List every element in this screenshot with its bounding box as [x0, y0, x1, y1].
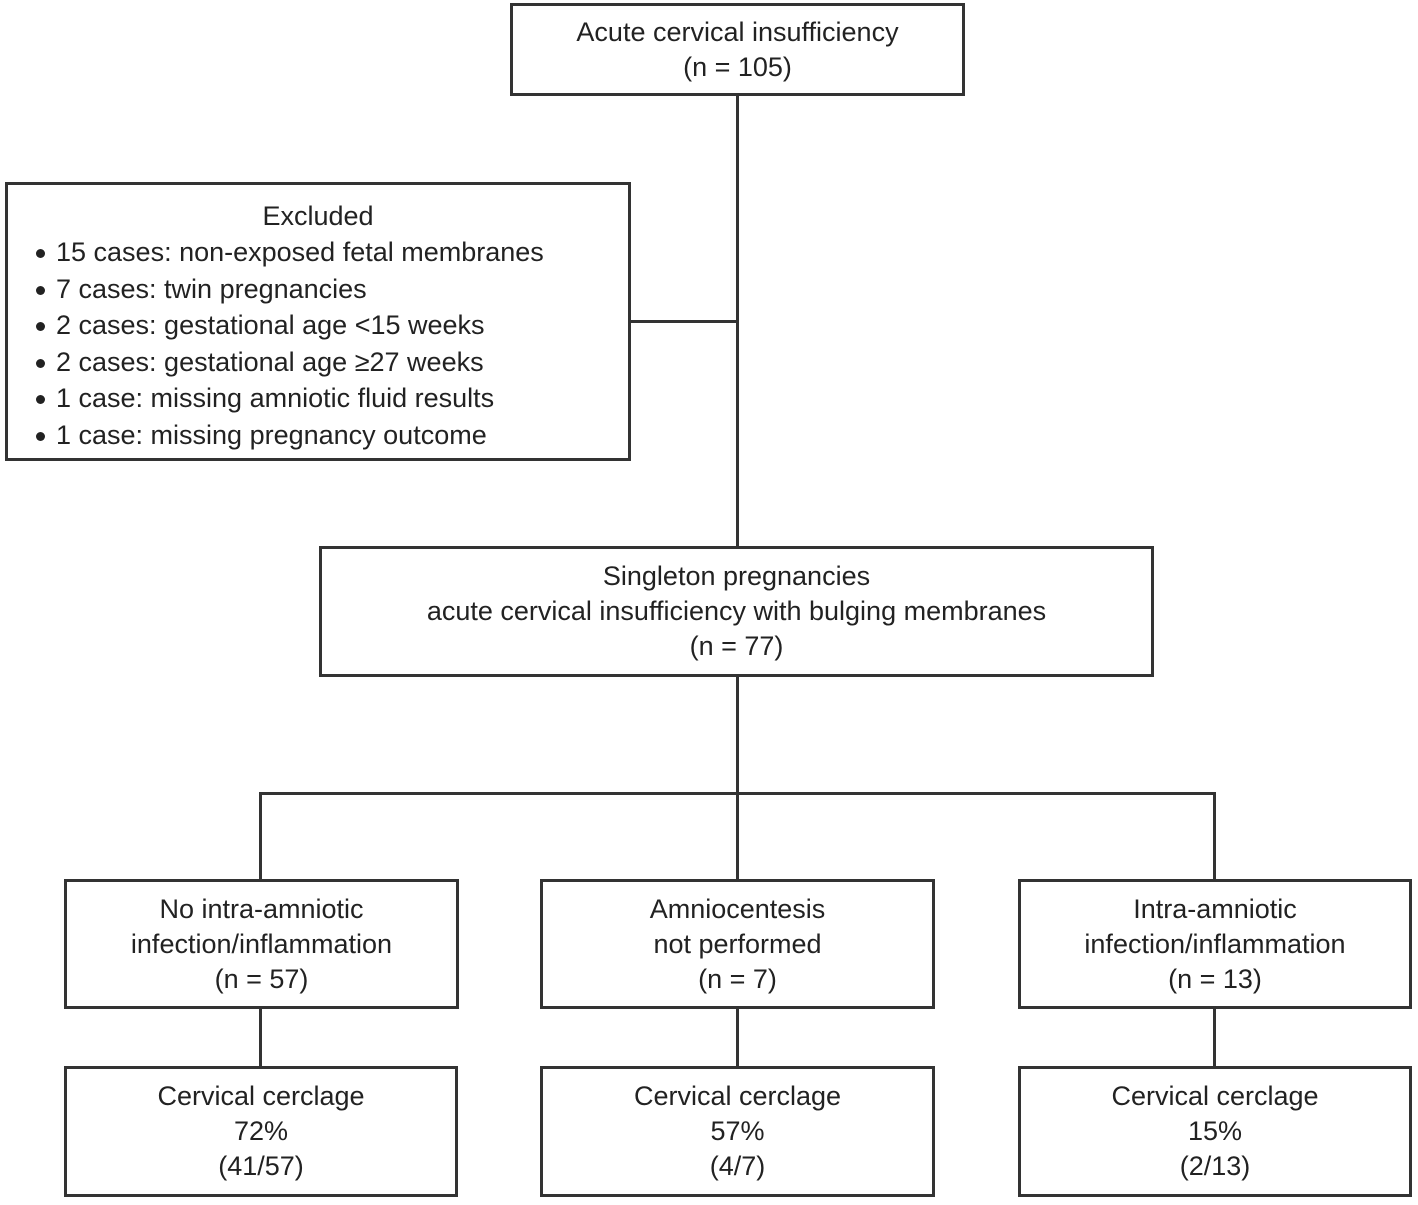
outcome-percent: 15% — [1187, 1116, 1243, 1146]
no-intra-amniotic-infection-box: No intra-amniotic infection/inflammation… — [64, 879, 459, 1009]
excluded-item: 2 cases: gestational age ≥27 weeks — [36, 344, 544, 381]
cervical-cerclage-amnio-box: Cervical cerclage 57% (4/7) — [540, 1066, 935, 1197]
intra-amniotic-infection-box: Intra-amniotic infection/inflammation (n… — [1018, 879, 1412, 1009]
box-count: (n = 57) — [214, 963, 309, 994]
cervical-cerclage-infection-box: Cervical cerclage 15% (2/13) — [1018, 1066, 1412, 1197]
box-sublabel: acute cervical insufficiency with bulgin… — [426, 596, 1047, 626]
connector-singleton-down — [736, 677, 739, 795]
outcome-percent: 57% — [710, 1116, 765, 1146]
box-label: Acute cervical insufficiency — [576, 16, 899, 47]
connector-no-infection-to-cerclage — [259, 1009, 262, 1066]
connector-intra-infection-to-cerclage — [1213, 1009, 1216, 1066]
box-sublabel: not performed — [653, 928, 822, 959]
excluded-title: Excluded — [262, 201, 374, 231]
excluded-box: Excluded 15 cases: non-exposed fetal mem… — [5, 182, 631, 461]
connector-excluded-branch — [631, 320, 737, 323]
box-count: (n = 105) — [683, 51, 792, 82]
outcome-label: Cervical cerclage — [1111, 1081, 1319, 1111]
connector-to-intra-infection — [1213, 792, 1216, 879]
box-label: Amniocentesis — [649, 893, 826, 924]
excluded-list: 15 cases: non-exposed fetal membranes 7 … — [8, 234, 544, 453]
amniocentesis-not-performed-box: Amniocentesis not performed (n = 7) — [540, 879, 935, 1009]
outcome-fraction: (2/13) — [1179, 1151, 1251, 1181]
box-label: No intra-amniotic — [159, 893, 364, 924]
connector-top-to-singleton — [736, 96, 739, 546]
box-count: (n = 77) — [689, 631, 784, 661]
connector-amnio-to-cerclage — [736, 1009, 739, 1066]
box-label: Singleton pregnancies — [602, 561, 871, 591]
excluded-item: 2 cases: gestational age <15 weeks — [36, 307, 544, 344]
excluded-item: 7 cases: twin pregnancies — [36, 271, 544, 308]
singleton-pregnancies-box: Singleton pregnancies acute cervical ins… — [319, 546, 1154, 677]
outcome-percent: 72% — [233, 1116, 289, 1146]
connector-to-no-infection — [259, 792, 262, 879]
box-count: (n = 7) — [698, 963, 777, 994]
acute-cervical-insufficiency-box: Acute cervical insufficiency (n = 105) — [510, 3, 965, 96]
box-count: (n = 13) — [1168, 963, 1262, 994]
connector-to-amnio — [736, 792, 739, 879]
cervical-cerclage-no-infection-box: Cervical cerclage 72% (41/57) — [64, 1066, 458, 1197]
excluded-item: 15 cases: non-exposed fetal membranes — [36, 234, 544, 271]
excluded-item: 1 case: missing amniotic fluid results — [36, 380, 544, 417]
outcome-fraction: (4/7) — [709, 1151, 766, 1181]
outcome-label: Cervical cerclage — [157, 1081, 365, 1111]
box-sublabel: infection/inflammation — [130, 928, 393, 959]
outcome-label: Cervical cerclage — [633, 1081, 842, 1111]
box-label: Intra-amniotic — [1133, 893, 1297, 924]
outcome-fraction: (41/57) — [218, 1151, 304, 1181]
box-sublabel: infection/inflammation — [1084, 928, 1346, 959]
excluded-item: 1 case: missing pregnancy outcome — [36, 417, 544, 454]
